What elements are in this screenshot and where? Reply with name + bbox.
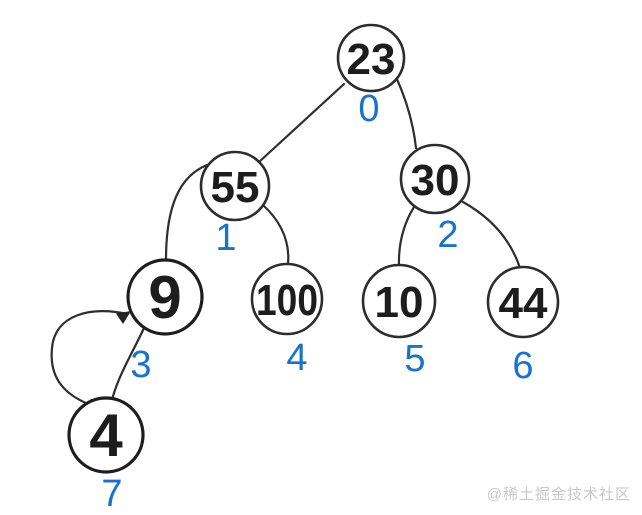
tree-node: 100 bbox=[250, 262, 324, 336]
node-value: 55 bbox=[211, 163, 260, 212]
node-value: 9 bbox=[148, 264, 181, 331]
node-index-label-6: 6 bbox=[512, 345, 533, 387]
tree-node-highlighted: 4 bbox=[67, 396, 145, 474]
tree-node: 55 bbox=[199, 150, 271, 222]
tree-edges bbox=[110, 75, 522, 402]
tree-node: 44 bbox=[486, 265, 560, 339]
node-index-label-3: 3 bbox=[130, 344, 151, 386]
arrowhead-up-icon bbox=[116, 311, 131, 324]
node-index-label-2: 2 bbox=[437, 214, 458, 256]
node-value: 100 bbox=[256, 276, 318, 325]
node-circle-1 bbox=[199, 150, 271, 222]
node-index-label-5: 5 bbox=[404, 338, 425, 380]
node-circle-4 bbox=[250, 262, 324, 336]
node-value: 30 bbox=[411, 156, 460, 205]
node-circle-7 bbox=[67, 396, 145, 474]
node-index-label-1: 1 bbox=[215, 217, 236, 259]
node-value: 10 bbox=[375, 278, 424, 327]
node-circle-3 bbox=[126, 258, 204, 336]
tree-node: 30 bbox=[399, 143, 471, 215]
tree-edge-3-7 bbox=[110, 326, 146, 402]
node-index-label-4: 4 bbox=[286, 337, 307, 379]
tree-node: 10 bbox=[361, 263, 437, 339]
node-value: 44 bbox=[499, 279, 548, 328]
watermark: @稀土掘金技术社区 bbox=[487, 486, 631, 503]
node-index-label-7: 7 bbox=[101, 473, 122, 515]
tree-edge-0-1 bbox=[257, 82, 346, 164]
tree-edge-1-4 bbox=[261, 203, 290, 266]
swap-arrow bbox=[50, 310, 131, 409]
tree-node-root: 23 bbox=[336, 23, 406, 93]
index-labels: 0 1 2 3 4 5 6 7 bbox=[101, 88, 533, 515]
tree-nodes: 23 55 30 9 100 10 bbox=[67, 23, 560, 474]
node-index-label-0: 0 bbox=[358, 88, 379, 130]
tree-edge-1-3 bbox=[164, 163, 209, 262]
swap-arrow-curve bbox=[50, 310, 129, 409]
node-circle-5 bbox=[361, 263, 437, 339]
tree-edge-0-2 bbox=[394, 75, 418, 150]
node-circle-6 bbox=[486, 265, 560, 339]
node-circle-0 bbox=[336, 23, 406, 93]
node-circle-2 bbox=[399, 143, 471, 215]
tree-edge-2-6 bbox=[461, 200, 522, 270]
node-value: 23 bbox=[347, 35, 396, 84]
tree-edge-2-5 bbox=[397, 205, 416, 268]
node-value: 4 bbox=[89, 402, 123, 469]
tree-node-highlighted: 9 bbox=[126, 258, 204, 336]
